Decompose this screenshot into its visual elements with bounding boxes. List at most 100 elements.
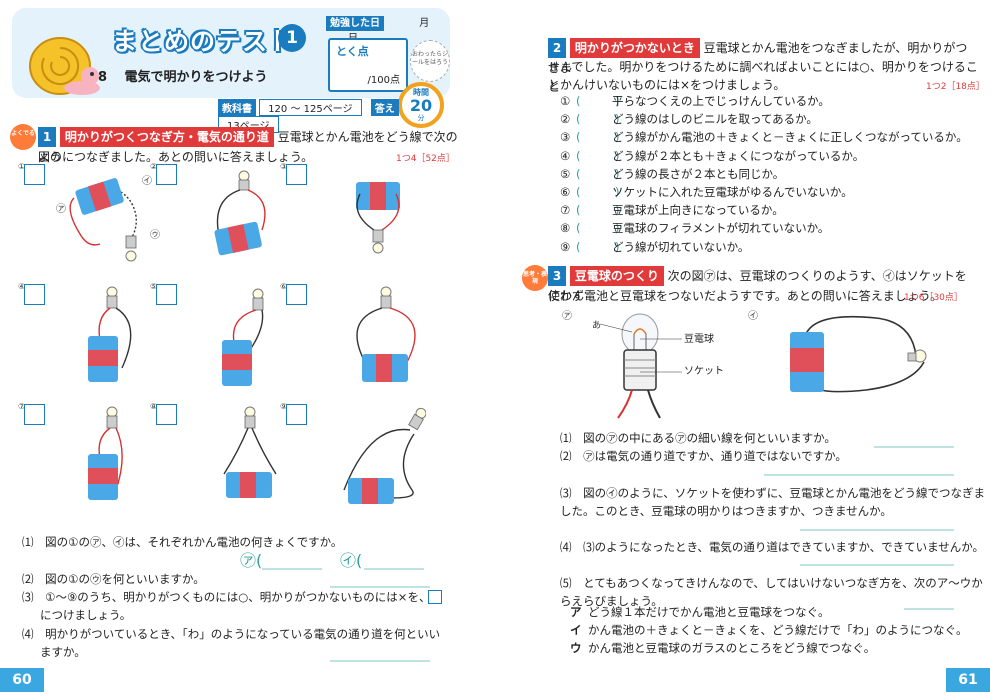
snail-mascot-icon xyxy=(29,37,100,95)
answer-box-figure-5[interactable] xyxy=(156,284,177,305)
answer-bracket[interactable]: ( ) xyxy=(576,94,620,108)
choice-letter: イ xyxy=(570,623,582,637)
q-num: ⑴ xyxy=(22,535,34,549)
figure-number: ④ xyxy=(18,282,26,291)
unit-title: 電気で明かりをつけよう xyxy=(124,70,268,85)
answer-box-figure-9[interactable] xyxy=(286,404,307,425)
s3-q1-answer[interactable] xyxy=(874,446,954,448)
answer-label: 答え xyxy=(370,99,399,116)
answer-bracket[interactable]: ( ) xyxy=(576,130,620,145)
s1-question-4: ⑷ 明かりがついているとき、「わ」のようになっている電気の通り道を何といい xyxy=(22,625,440,644)
circuit-diagram-8 xyxy=(223,406,277,498)
q-num: ⑶ xyxy=(560,486,572,500)
s3-q5-answer[interactable] xyxy=(904,608,954,610)
time-label: 時間 xyxy=(413,88,429,97)
figure-number: ⑥ xyxy=(280,282,288,291)
answer-a-line[interactable] xyxy=(262,568,322,570)
checklist-item: ⑥( )ソケットに入れた豆電球がゆるんでいないか。 xyxy=(560,183,853,201)
answer-bracket[interactable]: ( ) xyxy=(576,203,620,218)
s3-q3-answer[interactable] xyxy=(800,529,954,531)
score-box[interactable]: とく点 /100点 xyxy=(328,38,408,92)
answer-bracket[interactable]: ( ) xyxy=(576,239,620,254)
answer-bracket[interactable]: ( ) xyxy=(576,185,620,199)
section3-text-2: にかん電池と豆電球をつないだようすです。あとの問いに答えましょう。 xyxy=(548,289,943,303)
circuit-diagram-2 xyxy=(214,170,266,256)
circuit-diagram-5 xyxy=(222,288,264,386)
time-value: 20 xyxy=(409,96,433,115)
checklist-item: ⑦ ( )豆電球が上向きになっているか。 xyxy=(560,201,784,219)
q-text: 図の㋐の中にある㋐の細い線を何といいますか。 xyxy=(583,431,836,445)
answer-box-figure-7[interactable] xyxy=(24,404,45,425)
figure1-label-labels_u: ㋒ xyxy=(150,230,160,241)
q-num: ⑵ xyxy=(22,572,34,586)
test-title: まとめのテスト xyxy=(112,27,295,56)
section3-points: 1つ6［30点］ xyxy=(904,293,963,303)
item-number: ⑤ xyxy=(560,166,571,181)
answer-bracket[interactable]: ( ) xyxy=(576,166,620,181)
s1-q4-answer[interactable] xyxy=(330,660,430,662)
choice-item: ウかん電池と豆電球のガラスのところをどう線でつなぐ。 xyxy=(570,639,875,658)
item-number: ② xyxy=(560,112,571,127)
item-text: どう線の長さが２本とも同じか。 xyxy=(612,166,785,181)
time-unit: 分 xyxy=(417,114,425,122)
q-num: ⑴ xyxy=(560,431,572,445)
item-text: どう線が切れていないか。 xyxy=(612,239,750,254)
bulb-structure-diagram xyxy=(600,313,661,419)
s1-q1-answer-a[interactable]: ㋐( xyxy=(240,551,262,572)
answer-box-figure-6[interactable] xyxy=(286,284,307,305)
figure-number: ③ xyxy=(280,162,288,171)
s3-q4-answer[interactable] xyxy=(800,564,954,566)
answer-i-line[interactable] xyxy=(364,568,424,570)
answer-bracket[interactable]: ( ) xyxy=(576,221,620,236)
answer-box-figure-4[interactable] xyxy=(24,284,45,305)
item-number: ⑥ xyxy=(560,185,571,199)
answer-box-figure-1[interactable] xyxy=(24,164,45,185)
answer-bracket[interactable]: ( ) xyxy=(576,112,620,127)
figure-number: ① xyxy=(18,162,26,171)
textbook-pages: 120 ～ 125ページ xyxy=(259,99,362,116)
sticker-area: おわったらシールをはろう xyxy=(410,40,450,82)
s1-q2-answer[interactable] xyxy=(330,586,430,588)
item-text: 豆電球が上向きになっているか。 xyxy=(612,203,784,218)
answer-bracket[interactable]: ( ) xyxy=(576,148,620,163)
section3-text-1: 次の図㋐は、豆電球のつくりのようす、㋑はソケットを使わず xyxy=(548,269,967,303)
q-text: ①～⑨のうち、明かりがつくものには○、明かりがつかないものには×を、 xyxy=(45,590,431,604)
unit-heading: 8 電気で明かりをつけよう xyxy=(98,66,268,85)
section3-number: 3 xyxy=(548,266,566,286)
answer-a-paren: ㋐( xyxy=(240,551,263,570)
test-header: まとめのテスト 1 8 電気で明かりをつけよう 勉強した日 月 日 とく点 /1… xyxy=(12,8,450,98)
s1-q1-answer-i[interactable]: ㋑( xyxy=(340,551,362,572)
figure1-label-labels_i: ㋑ xyxy=(142,176,152,187)
s3-question-4: ⑷ ⑶のようになったとき、電気の通り道はできていますか、できていませんか。 xyxy=(560,538,984,557)
section1-points: 1つ4［52点］ xyxy=(396,154,455,164)
answer-box-figure-3[interactable] xyxy=(286,164,307,185)
reference-row: 教科書 120 ～ 125ページ 答え 13ページ xyxy=(218,99,462,133)
q-text: 図の①の㋐、㋑は、それぞれかん電池の何きょくですか。 xyxy=(45,535,343,549)
checklist-item: ③( )どう線がかん電池の＋きょくと－きょくに正しくつながっているか。 xyxy=(560,128,968,146)
fig-i-label: ㋑ xyxy=(748,311,758,322)
section2-points: 1つ2［18点］ xyxy=(926,82,985,92)
q-num: ⑶ xyxy=(22,590,34,604)
study-date: 勉強した日 月 日 xyxy=(326,14,456,44)
item-number: ⑦ xyxy=(560,203,571,218)
checklist-item: ⑤ ( )どう線の長さが２本とも同じか。 xyxy=(560,165,784,183)
section2-text-3: とかんけいないものには×をつけましょう。 xyxy=(548,78,786,92)
s1-question-4-cont: ますか。 xyxy=(40,645,86,659)
item-number: ⑨ xyxy=(560,239,571,254)
answer-box-figure-8[interactable] xyxy=(156,404,177,425)
label-bulb: 豆電球 xyxy=(684,334,714,345)
section2-number: 2 xyxy=(548,38,566,58)
s3-q2-answer[interactable] xyxy=(764,474,954,476)
s1-question-3-cont: につけましょう。 xyxy=(40,608,132,622)
q-text: 図の①の㋒を何といいますか。 xyxy=(45,572,205,586)
circuit-diagram-9 xyxy=(343,407,426,504)
q-text: ㋐は電気の通り道ですか、通り道ではないですか。 xyxy=(583,449,847,463)
section1-text-1: 豆電球とかん電池をどう線で次の図の xyxy=(38,130,458,164)
section3-heading: 3 豆電球のつくり 次の図㋐は、豆電球のつくりのようす、㋑はソケットを使わず xyxy=(548,266,978,306)
section1-heading: 1 明かりがつくつなぎ方・電気の通り道 豆電球とかん電池をどう線で次の図の xyxy=(38,127,458,167)
answer-box-figure-2[interactable] xyxy=(156,164,177,185)
choice-letter: ウ xyxy=(570,641,582,655)
q-num: ⑷ xyxy=(22,627,34,641)
circuit-diagram-3 xyxy=(356,182,400,254)
item-number: ③ xyxy=(560,130,571,145)
